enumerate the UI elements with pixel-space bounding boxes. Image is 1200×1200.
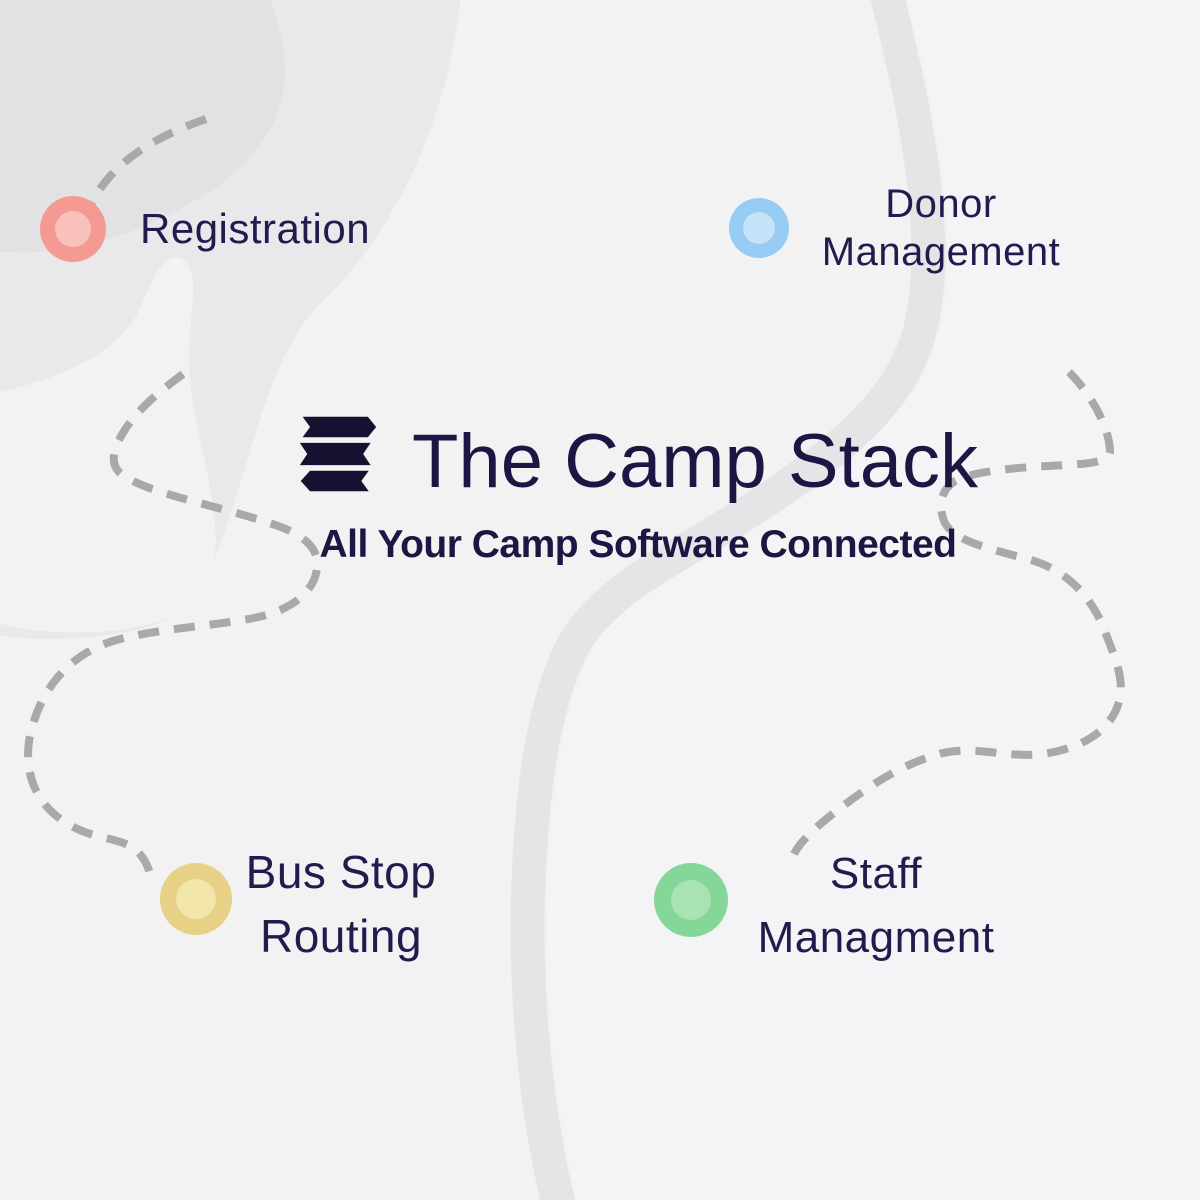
registration-marker-icon: [40, 196, 106, 262]
bus-stop-routing-label: Bus Stop Routing: [246, 840, 437, 968]
donor-management-label-line1: Donor: [885, 182, 997, 226]
logo-bar-bottom: [300, 470, 369, 492]
registration-dot-inner: [55, 211, 91, 247]
logo-bar-top: [302, 416, 377, 438]
donor-dot-inner: [743, 212, 775, 244]
bus-stop-dot-inner: [176, 879, 216, 919]
terrain-blob-dark: [0, 0, 285, 253]
staff-management-label-line1: Staff: [829, 849, 923, 898]
trail-staff: [790, 369, 1125, 856]
registration-label: Registration: [140, 205, 370, 253]
terrain-island: [0, 257, 216, 633]
staff-dot-inner: [671, 880, 711, 920]
donor-management-label: Donor Management: [822, 180, 1060, 276]
bus-stop-routing-label-line2: Routing: [259, 910, 423, 962]
staff-management-label: Staff Managment: [758, 842, 995, 970]
staff-management-marker-icon: [654, 863, 728, 937]
stacked-ribbons-icon: [299, 416, 377, 492]
bus-stop-routing-marker-icon: [160, 863, 232, 935]
staff-management-label-line2: Managment: [757, 913, 995, 962]
bus-stop-routing-label-line1: Bus Stop: [245, 846, 437, 898]
logo-bar-middle: [299, 442, 371, 466]
registration-label-line: Registration: [140, 205, 371, 252]
donor-management-marker-icon: [729, 198, 789, 258]
donor-management-label-line2: Management: [821, 230, 1061, 274]
brand-tagline: All Your Camp Software Connected: [319, 523, 957, 566]
brand-title: The Camp Stack: [412, 419, 978, 504]
road-path: [510, 0, 946, 1200]
